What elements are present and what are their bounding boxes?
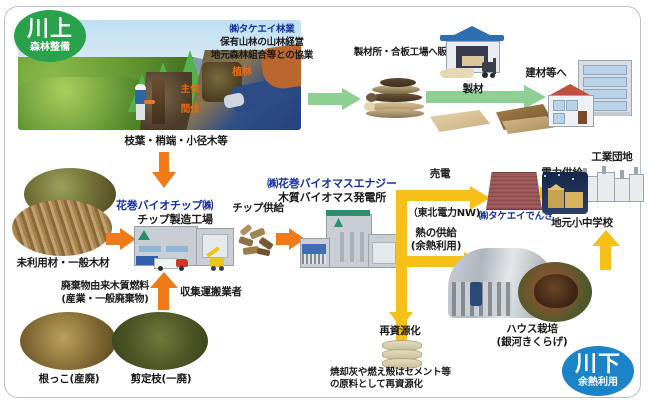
heat-supply-line1: 熱の供給 xyxy=(415,227,457,239)
arrow-waste-up xyxy=(150,272,178,310)
thinning-label: 間伐 xyxy=(180,104,200,115)
recycle-note-line2: の原料として再資源化 xyxy=(330,379,423,390)
local-school-label: 地元小中学校 xyxy=(551,217,613,229)
biomass-energy-company: ㈱花巻バイオマスエナジー xyxy=(267,177,397,190)
badge-upstream-main: 川上 xyxy=(26,17,73,42)
sawmill-shed xyxy=(440,26,504,78)
greenhouse-line1: ハウス栽培 xyxy=(506,323,558,335)
planting-label: 植林 xyxy=(232,67,252,78)
pruned-caption: 剪定枝(一廃) xyxy=(130,373,192,385)
main-felling-label: 主伐 xyxy=(180,84,200,95)
forest-scene-photo xyxy=(18,20,301,130)
tree-stump xyxy=(152,78,165,124)
greenhouse-line2: (銀河きくらげ) xyxy=(496,336,568,348)
takeei-denki-label: ㈱タケエイでんき xyxy=(478,211,554,222)
residue-label: 枝葉・梢端・小径木等 xyxy=(124,135,228,147)
industrial-park-label: 工業団地 xyxy=(591,151,633,163)
badge-downstream: 川下 余熱利用 xyxy=(562,346,634,396)
heat-power-trunk-line xyxy=(396,190,407,350)
badge-downstream-sub: 余熱利用 xyxy=(578,377,618,388)
chip-factory-label: チップ製造工場 xyxy=(137,213,213,226)
wood-chip-pile xyxy=(237,223,277,258)
truck-icon xyxy=(154,256,192,271)
small-wood-pile-photo xyxy=(12,200,112,256)
greenhouse-worker xyxy=(470,282,482,306)
apartment-building xyxy=(578,60,632,118)
ash-bags-icon xyxy=(382,340,422,369)
sell-power-label: 売電 xyxy=(429,168,451,180)
industrial-park-illustration xyxy=(580,166,644,202)
biomass-power-plant-illustration xyxy=(300,208,400,270)
waste-fuel-line1: 廃棄物由来木質燃料 xyxy=(60,281,150,292)
badge-downstream-main: 川下 xyxy=(574,352,621,377)
arrow-wood-to-chipplant xyxy=(106,228,136,250)
arrow-saw-green xyxy=(426,85,548,109)
waste-fuel-line2: (産業・一般廃棄物) xyxy=(61,294,149,305)
arrow-logs-green xyxy=(308,88,362,110)
greenhouse-shelves xyxy=(452,282,512,316)
biomass-plant-label: 木質バイオマス発電所 xyxy=(278,191,386,204)
sell-to-sawmill-label: 製材所・合板工場へ販売 xyxy=(353,47,457,58)
roots-photo xyxy=(20,312,116,370)
chip-supply-label: チップ供給 xyxy=(232,202,284,214)
forest-management-line3: 地元森林組合等との協業 xyxy=(210,50,314,61)
building-material-label: 建材等へ xyxy=(525,67,567,79)
unused-wood-label: 未利用材・一般木材 xyxy=(16,257,110,269)
pruned-branches-photo xyxy=(112,312,208,370)
takeei-forestry-company: ㈱タケエイ林業 xyxy=(229,24,295,35)
grid-operator-label: （東北電力NW) xyxy=(407,208,481,219)
forklift-icon xyxy=(480,58,500,78)
arrow-to-recycling xyxy=(384,296,418,330)
arrow-residue-down xyxy=(152,152,176,188)
chip-factory-illustration xyxy=(134,226,234,272)
forest-management-line2: 保有山林の山林経営 xyxy=(220,37,304,48)
recycle-label: 再資源化 xyxy=(379,325,421,337)
mushroom-cluster xyxy=(534,274,578,308)
sawing-label: 製材 xyxy=(462,83,484,95)
worker-figure xyxy=(130,84,155,124)
grapple-loader-icon xyxy=(206,246,230,271)
local-school-photo xyxy=(542,172,588,214)
badge-upstream-sub: 森林整備 xyxy=(30,42,70,53)
hanamaki-biochip-company: 花巻バイオチップ㈱ xyxy=(116,199,214,212)
heat-supply-line2: (余熱利用) xyxy=(410,240,462,252)
log-pile xyxy=(364,78,426,118)
roots-caption: 根っこ(産廃) xyxy=(38,373,100,385)
badge-upstream: 川上 森林整備 xyxy=(14,10,86,62)
house-building xyxy=(544,84,596,127)
arrow-sell-power xyxy=(396,186,494,210)
recycle-note-line1: 焼却灰や燃え殻はセメント等 xyxy=(330,367,451,378)
hauler-label: 収集運搬業者 xyxy=(180,286,242,298)
arrow-greenhouse-up xyxy=(592,230,620,270)
